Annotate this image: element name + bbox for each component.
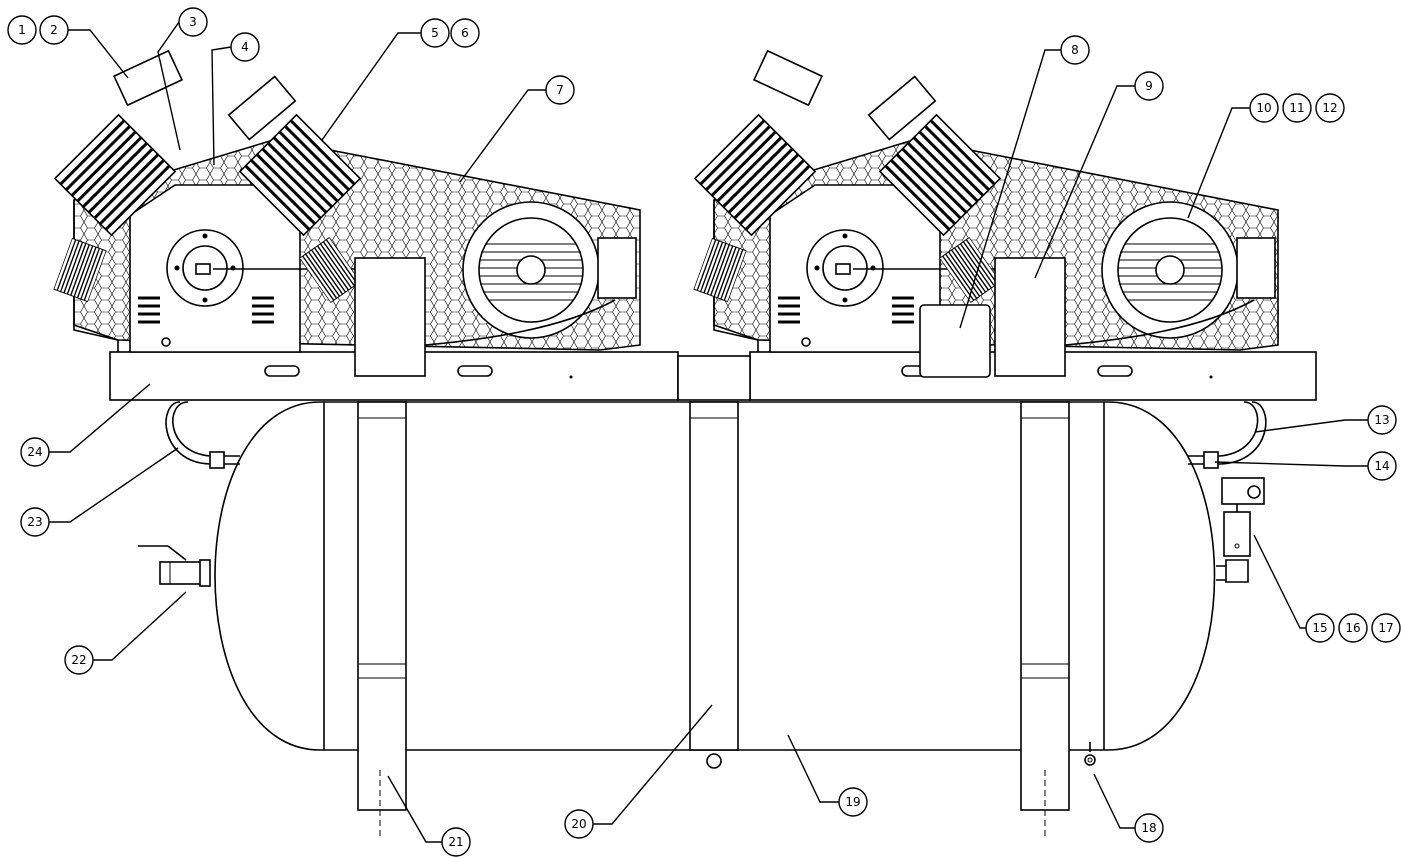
callout-label-21: 21 xyxy=(448,835,463,849)
callout-label-15: 15 xyxy=(1312,621,1327,635)
leader-lines xyxy=(49,21,1368,843)
control-box-left xyxy=(354,257,426,377)
callout-15-16-17: 15 16 17 xyxy=(1305,613,1401,643)
callout-9: 9 xyxy=(1134,71,1164,101)
callout-label-19: 19 xyxy=(845,795,860,809)
callout-label-9: 9 xyxy=(1145,79,1153,93)
callout-label-22: 22 xyxy=(71,653,86,667)
callout-label-8: 8 xyxy=(1071,43,1079,57)
callout-4: 4 xyxy=(230,32,260,62)
tank-strap-left xyxy=(357,401,407,840)
compressor-unit-left xyxy=(52,49,641,377)
drain-valve xyxy=(1084,742,1096,766)
callout-23: 23 xyxy=(20,507,50,537)
callout-label-24: 24 xyxy=(27,445,42,459)
callout-label-5: 5 xyxy=(431,26,439,40)
callout-7: 7 xyxy=(545,75,575,105)
callout-22: 22 xyxy=(64,645,94,675)
callout-label-23: 23 xyxy=(27,515,42,529)
callout-label-12: 12 xyxy=(1322,101,1337,115)
callout-3: 3 xyxy=(178,7,208,37)
callout-20: 20 xyxy=(564,809,594,839)
discharge-tube-right xyxy=(1188,401,1267,469)
callout-label-4: 4 xyxy=(241,40,249,54)
control-box-right xyxy=(994,257,1066,377)
callout-10-11-12: 10 11 12 xyxy=(1249,93,1345,123)
tank-strap-right xyxy=(1020,401,1070,840)
base-plate-joint xyxy=(677,355,751,401)
callout-label-14: 14 xyxy=(1374,459,1389,473)
discharge-tube-left xyxy=(165,401,240,469)
callout-label-11: 11 xyxy=(1289,101,1304,115)
callout-label-18: 18 xyxy=(1141,821,1156,835)
callout-14: 14 xyxy=(1367,451,1397,481)
compressor-unit-right xyxy=(692,49,1279,378)
callout-label-7: 7 xyxy=(556,83,564,97)
callout-24: 24 xyxy=(20,437,50,467)
callout-21: 21 xyxy=(441,827,471,857)
callout-label-17: 17 xyxy=(1378,621,1393,635)
callout-label-10: 10 xyxy=(1256,101,1271,115)
pressure-switch xyxy=(1216,477,1265,583)
callout-19: 19 xyxy=(838,787,868,817)
callout-8: 8 xyxy=(1060,35,1090,65)
callout-13: 13 xyxy=(1367,405,1397,435)
callout-5-6: 5 6 xyxy=(420,18,480,48)
callout-label-20: 20 xyxy=(571,817,586,831)
callout-label-13: 13 xyxy=(1374,413,1389,427)
air-receiver-tank xyxy=(214,401,1216,751)
callout-1-2: 1 2 xyxy=(7,15,69,45)
ball-valve xyxy=(138,545,211,587)
callout-label-2: 2 xyxy=(50,23,58,37)
callout-label-6: 6 xyxy=(461,26,469,40)
callout-18: 18 xyxy=(1134,813,1164,843)
tank-strap-center xyxy=(689,401,739,769)
callout-label-3: 3 xyxy=(189,15,197,29)
callout-label-16: 16 xyxy=(1345,621,1360,635)
control-box-lower-right xyxy=(919,304,991,378)
callout-label-1: 1 xyxy=(18,23,26,37)
